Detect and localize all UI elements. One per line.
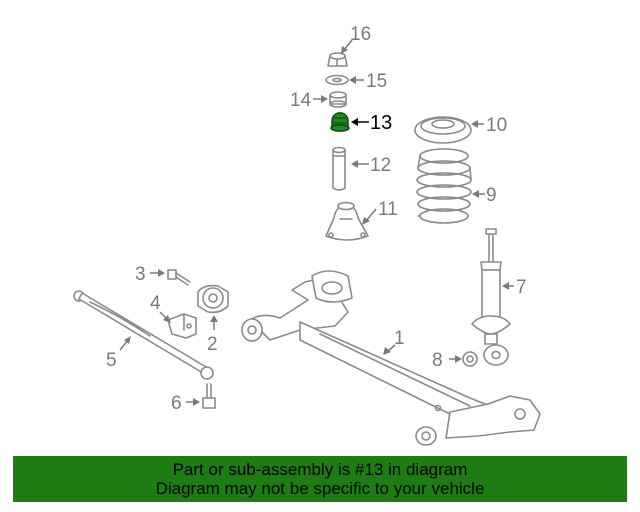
callout-6: 6	[171, 393, 182, 414]
callout-15-leader	[349, 76, 364, 84]
callout-2: 2	[207, 334, 218, 355]
callout-8-leader	[449, 355, 462, 363]
part-2-bushing[interactable]	[197, 284, 229, 314]
part-16-nut[interactable]	[327, 52, 348, 67]
parts-diagram: 16 15 14 13 12	[73, 24, 541, 446]
callout-13-leader	[351, 118, 369, 126]
callout-9-leader	[472, 190, 485, 198]
callout-1-leader	[383, 344, 396, 355]
callout-12: 12	[370, 155, 391, 176]
callout-11-leader	[362, 208, 377, 225]
callout-7-leader	[502, 282, 514, 290]
callout-13: 13	[370, 112, 392, 134]
part-4-bracket[interactable]	[167, 313, 197, 339]
callout-1: 1	[394, 328, 405, 349]
callout-14-leader	[313, 95, 328, 103]
part-7-shock-absorber[interactable]	[471, 228, 511, 366]
callout-8: 8	[432, 350, 443, 371]
callout-3-leader	[150, 269, 165, 277]
callout-16-leader	[341, 39, 353, 54]
callout-6-leader	[186, 398, 200, 406]
part-9-coil-spring[interactable]	[416, 148, 472, 224]
info-banner: Part or sub-assembly is #13 in diagram D…	[13, 456, 627, 502]
callout-10: 10	[486, 115, 507, 136]
callout-10-leader	[471, 120, 484, 128]
part-13-highlighted[interactable]	[330, 112, 350, 132]
callout-5-leader	[119, 336, 131, 351]
callout-7: 7	[516, 277, 527, 298]
callout-2-leader	[210, 315, 218, 330]
part-15-washer[interactable]	[325, 74, 349, 86]
callout-14: 14	[290, 90, 312, 111]
part-5-lateral-rod[interactable]	[73, 290, 214, 380]
part-10-spring-seat[interactable]	[414, 116, 472, 144]
callout-11: 11	[378, 199, 398, 220]
part-6-bolt[interactable]	[202, 383, 216, 409]
callout-3: 3	[135, 264, 146, 285]
callout-5: 5	[106, 350, 117, 371]
part-1-axle-beam[interactable]	[241, 270, 541, 446]
part-11-mount[interactable]	[325, 201, 369, 241]
callout-16: 16	[350, 24, 371, 45]
callout-4: 4	[150, 293, 161, 314]
part-3-bolt[interactable]	[167, 269, 191, 286]
banner-line-2: Diagram may not be specific to your vehi…	[155, 479, 485, 498]
banner-line-1: Part or sub-assembly is #13 in diagram	[172, 460, 468, 479]
callout-15: 15	[366, 71, 387, 92]
part-14-bushing[interactable]	[329, 91, 347, 108]
part-12-boot[interactable]	[332, 146, 346, 191]
callout-9: 9	[486, 185, 497, 206]
callout-12-leader	[351, 160, 369, 168]
part-8-nut[interactable]	[462, 351, 478, 367]
callout-4-leader	[159, 311, 171, 323]
